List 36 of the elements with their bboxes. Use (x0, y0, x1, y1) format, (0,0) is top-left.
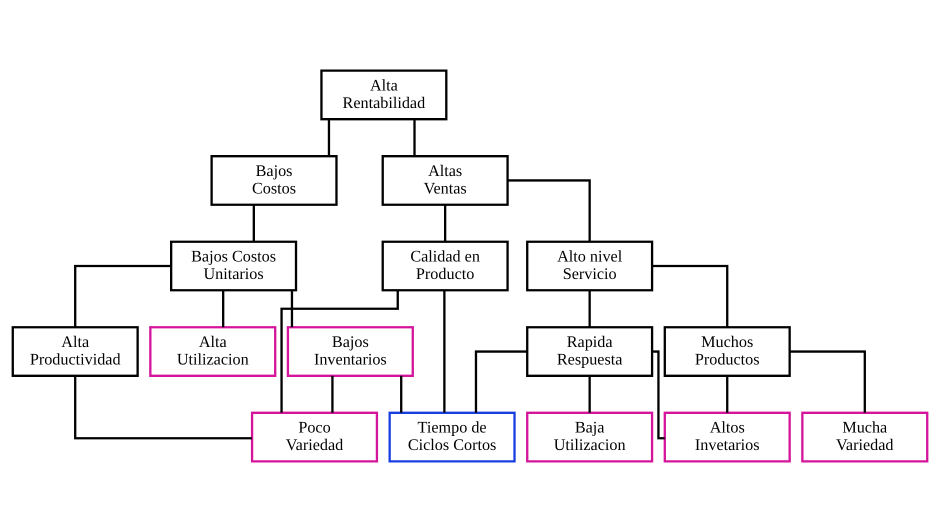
connector (474, 350, 528, 412)
connector (74, 376, 252, 439)
node-box: Alta Productividad (12, 326, 139, 376)
node-box: Mucha Variedad (801, 411, 928, 462)
connector (413, 118, 416, 156)
connector (588, 290, 591, 327)
node-box: Tiempo de Ciclos Cortos (388, 411, 516, 462)
connector (400, 375, 402, 412)
connector (443, 290, 446, 412)
node-box: Altos Invetarios (664, 411, 791, 462)
connector (290, 290, 294, 327)
node-box: Alta Utilizacion (149, 326, 276, 376)
node-box: Calidad en Producto (382, 240, 509, 291)
connector (588, 375, 591, 412)
node-box: Altas Ventas (382, 154, 509, 206)
node-box: Bajos Inventarios (286, 326, 414, 376)
connector (331, 375, 334, 412)
node-box: Bajos Costos (210, 154, 338, 206)
connector (790, 350, 866, 412)
node-box: Alto nivel Servicio (526, 240, 654, 291)
connector (222, 290, 224, 327)
connector (74, 264, 171, 327)
node-box: Alta Rentabilidad (320, 68, 448, 120)
node-box: Rapida Respuesta (526, 326, 654, 376)
connector (726, 375, 728, 412)
connector (444, 204, 446, 242)
connector (652, 264, 728, 327)
connector (252, 204, 255, 242)
node-box: Poco Variedad (250, 411, 378, 462)
node-box: Muchos Productos (664, 326, 791, 376)
connector (508, 178, 591, 242)
node-box: Baja Utilizacion (526, 411, 654, 462)
connector (280, 290, 399, 412)
connector (652, 350, 665, 439)
node-box: Bajos Costos Unitarios (170, 240, 298, 291)
connector (328, 118, 330, 156)
